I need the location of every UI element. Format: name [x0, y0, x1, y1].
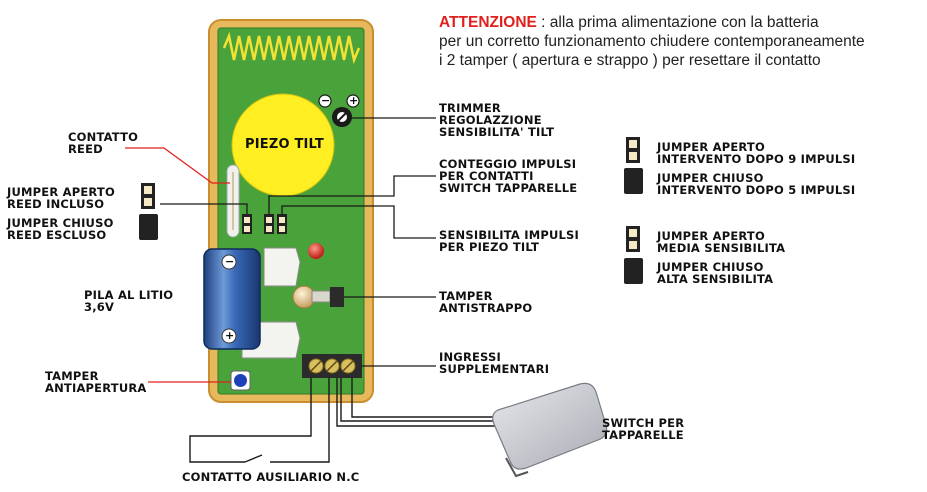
terminal-screws: [308, 358, 356, 374]
battery-plus-icon: [221, 328, 237, 344]
board-jumper-reed[interactable]: [242, 214, 252, 234]
board-jumper-sensibilita[interactable]: [277, 214, 287, 234]
battery-minus-sign: −: [225, 255, 235, 268]
warning-line-2: per un corretto funzionamento chiudere c…: [439, 33, 865, 50]
label-contatto-ausiliario: CONTATTO AUSILIARIO N.C: [182, 470, 360, 484]
jumper-open-reed-icon: [141, 183, 155, 209]
legend-jumper-open-9-icon: [626, 137, 640, 163]
trimmer-minus-icon: [318, 94, 332, 108]
antenna-trace: [222, 31, 361, 65]
legend-jumper-open-media-icon: [626, 226, 640, 252]
battery-minus-icon: [221, 254, 237, 270]
trimmer-minus-sign: −: [321, 94, 331, 107]
legend-jumper-closed-5-icon: [624, 168, 643, 194]
warning-note: ATTENZIONE : alla prima alimentazione co…: [439, 13, 865, 70]
lithium-battery: [203, 248, 261, 350]
warning-line-3: i 2 tamper ( apertura e strappo ) per re…: [439, 52, 821, 69]
status-led: [308, 243, 324, 259]
battery-clip-top: [263, 247, 301, 287]
shutter-switch: [492, 382, 608, 470]
shutter-switch-wiring: [336, 378, 500, 427]
leader-lines: [125, 117, 436, 383]
trimmer-plus-icon: [346, 94, 360, 108]
warning-keyword: ATTENZIONE: [439, 14, 537, 31]
auxiliary-contact-wiring: [189, 378, 330, 463]
battery-plus-sign: +: [225, 329, 235, 342]
jumper-closed-reed-icon: [139, 214, 158, 240]
board-jumper-conteggio[interactable]: [264, 214, 274, 234]
piezo-label: PIEZO TILT: [245, 137, 324, 152]
warning-line-1: : alla prima alimentazione con la batter…: [536, 14, 819, 31]
legend-jumper-closed-alta-icon: [624, 258, 643, 284]
trimmer-plus-sign: +: [349, 94, 359, 107]
